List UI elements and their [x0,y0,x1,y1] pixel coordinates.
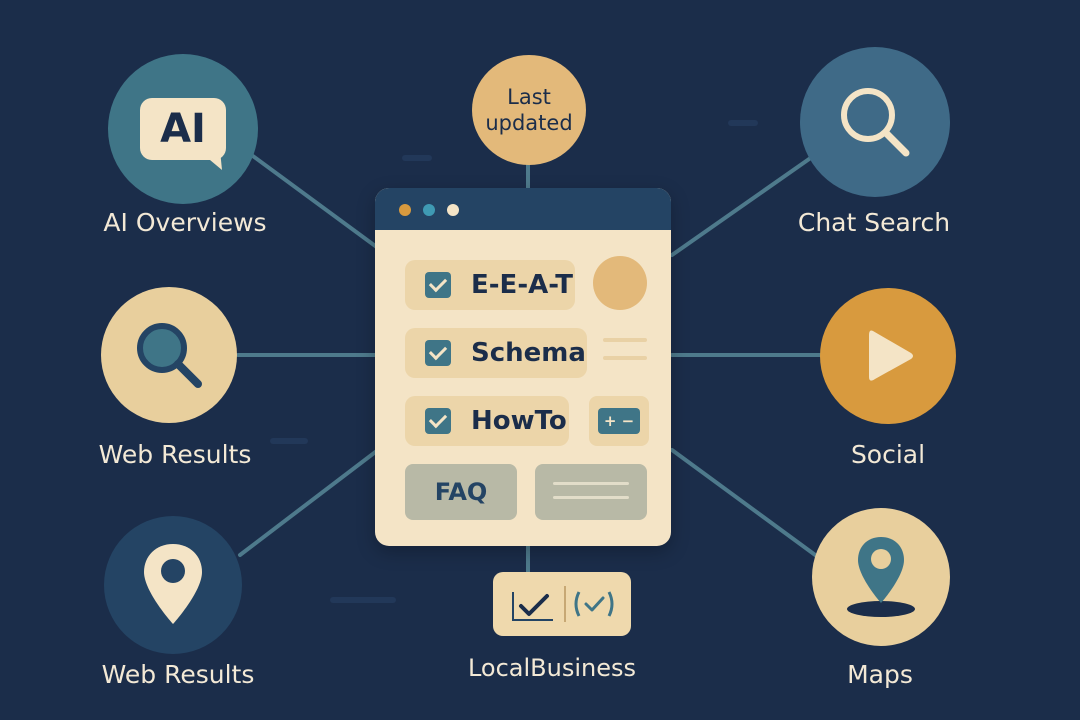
checklist-label: HowTo [471,406,567,436]
decor-dash [402,155,432,161]
node-web-results-location [104,516,242,654]
search-icon [841,88,910,157]
faq-button[interactable]: FAQ [405,464,517,520]
node-label-maps: Maps [847,660,913,689]
node-label-chat-search: Chat Search [797,208,951,237]
checkbox-checked-icon [425,340,451,366]
play-icon [869,330,913,381]
last-updated-text: Last updated [485,85,573,135]
checklist-item: HowTo [405,396,569,446]
text-lines-icon [603,338,647,360]
connector-web-results-bottom [238,448,380,557]
connector-chat-search [670,148,824,257]
decor-dash [330,597,396,603]
decor-dash [270,438,308,444]
decor-dash [728,120,758,126]
browser-window: E-E-A-T Schema HowTo + − FAQ [375,188,671,546]
window-dot-cream [447,204,459,216]
node-label-social: Social [850,440,926,469]
last-updated-badge: Last updated [472,55,586,165]
faq-label: FAQ [434,478,488,506]
window-dot-teal [423,204,435,216]
localbusiness-card [493,572,631,636]
schema-check-icons [512,586,614,622]
checklist-label: E-E-A-T [471,270,573,300]
node-social [820,288,956,424]
connector-maps [670,448,824,562]
map-pin-icon [847,537,915,617]
connector-ai-overviews [240,146,380,250]
avatar-circle [593,256,647,310]
checklist-label: Schema [471,338,586,368]
search-icon [137,323,202,388]
checklist-item: Schema [405,328,587,378]
node-chat-search [800,47,950,197]
stepper-icon: + − [597,408,641,434]
ai-chat-icon: AI [140,98,226,170]
node-maps [812,508,950,646]
checklist-item: E-E-A-T [405,260,575,310]
ai-icon-text: AI [160,106,206,152]
window-dot-orange [399,204,411,216]
speech-tail [198,150,222,170]
node-label-ai-overviews: AI Overviews [103,208,267,237]
location-pin-icon [144,544,202,624]
checkbox-checked-icon [425,408,451,434]
node-label-web-results: Web Results [98,440,252,469]
text-block-button [535,464,647,520]
stepper-panel: + − [589,396,649,446]
localbusiness-label: LocalBusiness [467,654,637,682]
node-label-web-results-2: Web Results [101,660,255,689]
node-ai-overviews: AI [108,54,258,204]
browser-title-bar [375,188,671,230]
node-web-results-search [101,287,237,423]
checkbox-checked-icon [425,272,451,298]
